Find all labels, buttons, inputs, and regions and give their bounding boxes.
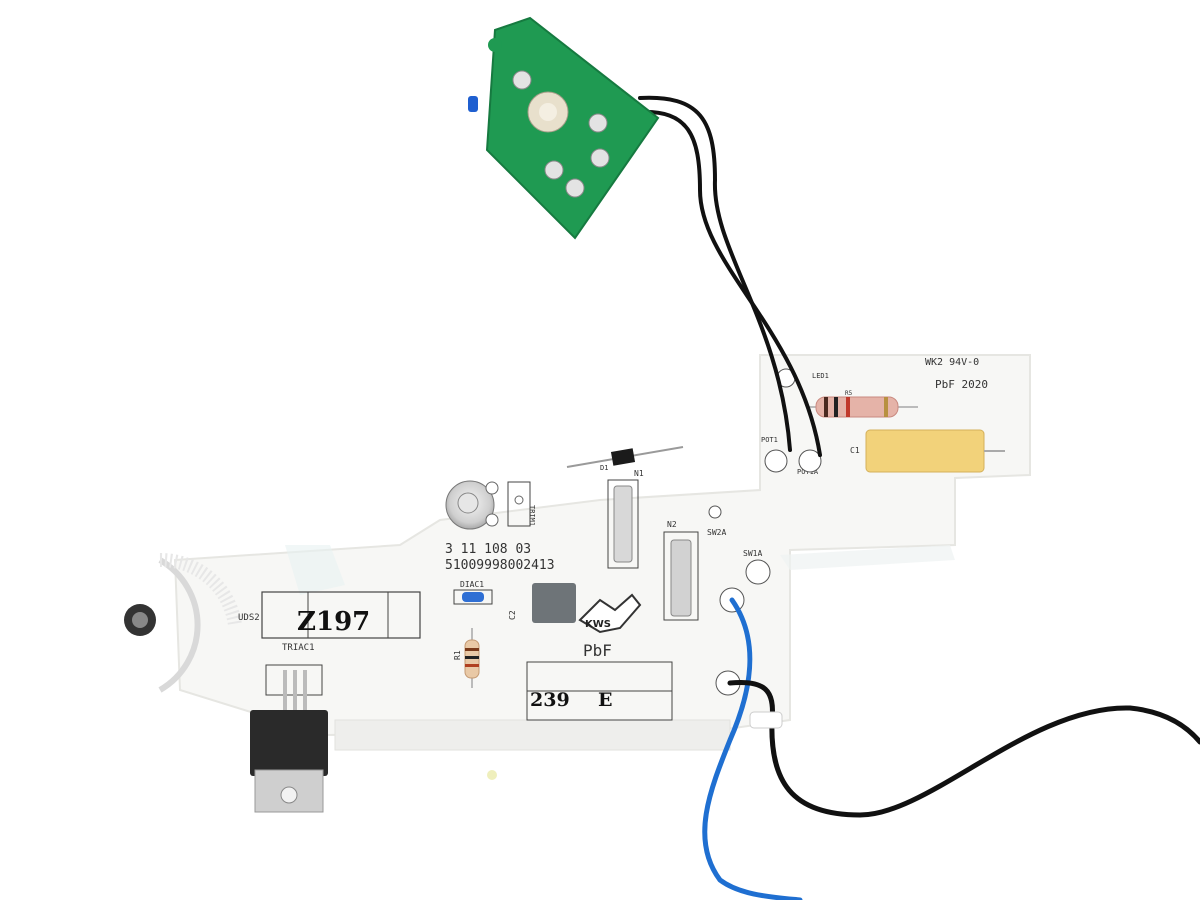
serial-number: 51009998002413 — [445, 558, 555, 573]
diode-d1 — [566, 446, 684, 468]
capacitor-c2 — [532, 583, 576, 623]
fuse-n1 — [607, 479, 639, 569]
lot-box: 239 E — [526, 661, 673, 721]
rotary-dial[interactable] — [124, 552, 242, 693]
ref-r5: R5 — [845, 390, 853, 397]
ref-trim1: TRIM1 — [528, 505, 536, 526]
ref-d1: D1 — [600, 464, 608, 472]
lot-number: 239 — [530, 689, 570, 711]
black-output-wire — [727, 679, 1200, 818]
capacitor-c1 — [865, 429, 1005, 473]
triac-transistor — [250, 664, 328, 813]
green-pcb — [468, 16, 660, 240]
ul-rating: WK2 94V-0 — [925, 357, 979, 368]
ref-n1: N1 — [634, 469, 644, 478]
pad-sw2a — [708, 505, 722, 519]
ref-c1: C1 — [850, 446, 860, 455]
logo-kws: KWS — [578, 593, 642, 634]
marker-label-box: Z197 — [261, 591, 421, 639]
logo-kws-text: KWS — [585, 619, 611, 630]
main-board — [173, 354, 1031, 751]
pbf-top: PbF 2020 — [935, 378, 988, 391]
board-blemish — [487, 770, 497, 780]
part-code: 3 11 108 03 — [445, 542, 531, 557]
trimmer-pot[interactable] — [445, 480, 531, 530]
ref-uds2: UDS2 — [238, 613, 260, 623]
ref-pot1: POT1 — [761, 436, 778, 444]
pad-pot1a — [798, 449, 822, 473]
marker-code: Z197 — [297, 607, 370, 637]
resistor-r1 — [464, 628, 480, 688]
ref-r1: R1 — [453, 650, 462, 660]
black-wire-pair — [638, 95, 822, 457]
pad-sw1a — [745, 559, 771, 585]
lot-suffix: E — [598, 689, 612, 711]
resistor-r5 — [808, 396, 918, 418]
ref-sw1a: SW1A — [743, 549, 762, 558]
ref-n2: N2 — [667, 520, 677, 529]
ref-c2: C2 — [508, 610, 517, 620]
ref-sw2a: SW2A — [707, 528, 726, 537]
pbf-main: PbF — [583, 641, 612, 660]
diac — [453, 589, 493, 605]
ref-led1: LED1 — [812, 372, 829, 380]
wire-clip — [749, 711, 783, 729]
fuse-n2 — [663, 531, 699, 621]
pad-pot1 — [764, 449, 788, 473]
blue-wire — [702, 597, 803, 900]
ref-triac1: TRIAC1 — [282, 643, 315, 653]
ref-diac1: DIAC1 — [460, 580, 484, 589]
